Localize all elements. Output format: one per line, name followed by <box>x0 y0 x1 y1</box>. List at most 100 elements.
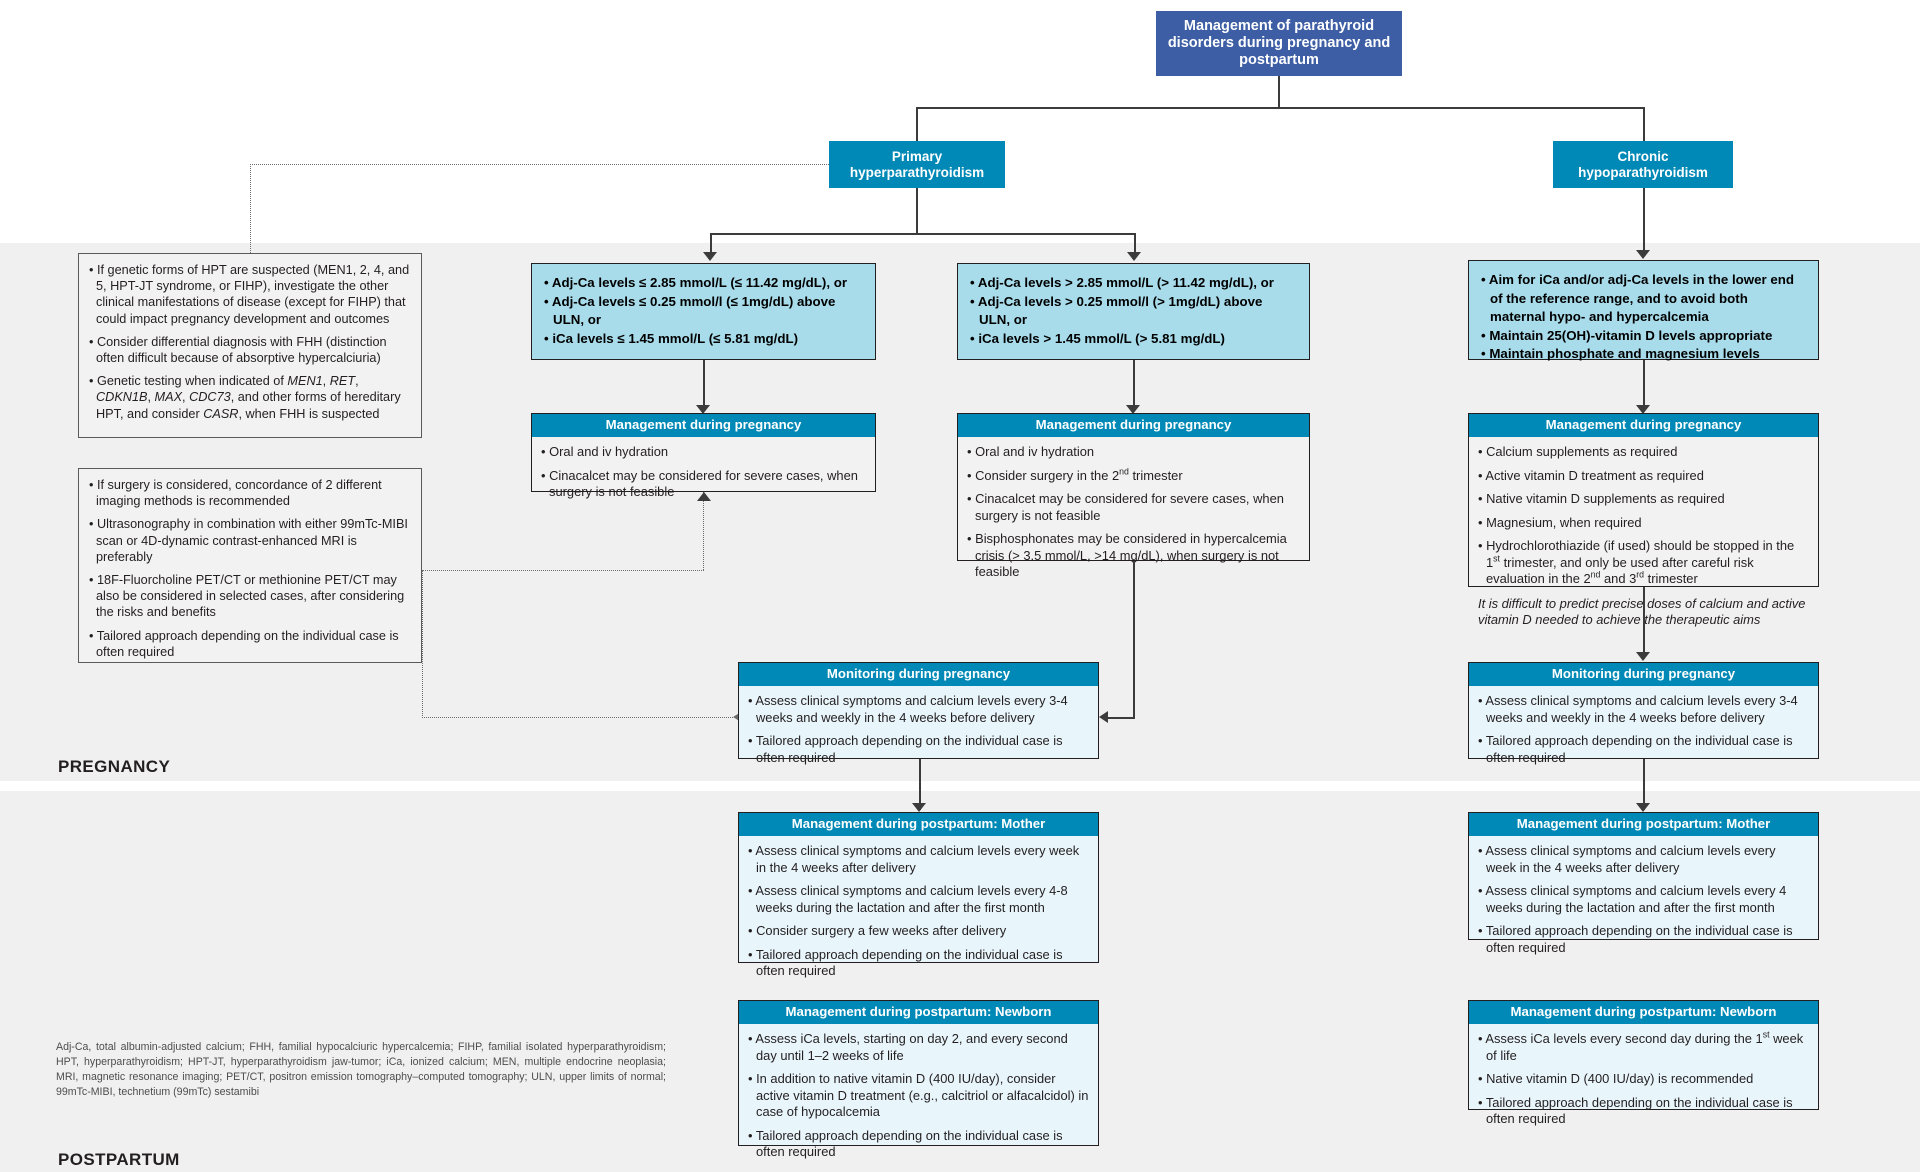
arrow-hpt-monitoring-to-postpartum <box>912 803 926 812</box>
card-item: • Consider surgery in the 2nd trimester <box>967 466 1183 483</box>
card-hpt-postpartum-newborn: Management during postpartum: Newborn • … <box>738 1000 1099 1159</box>
dotted-connector-imaging-to-monitoring-v <box>422 570 423 718</box>
card-item: • Calcium supplements as required <box>1478 444 1678 459</box>
annotation-item: • Tailored approach depending on the ind… <box>89 628 399 659</box>
connector-primary-split <box>710 233 1135 235</box>
node-chronic-hypoparathyroidism[interactable]: Chronic hypoparathyroidism <box>1553 141 1733 188</box>
arrow-imaging-to-monitoring <box>733 712 741 722</box>
card-item: • Assess clinical symptoms and calcium l… <box>748 843 1080 875</box>
annotation-item: • Consider differential diagnosis with F… <box>89 334 387 366</box>
connector-primary-stem <box>916 188 918 234</box>
card-item: • Magnesium, when required <box>1478 514 1642 530</box>
criteria-item: • Adj-Ca levels ≤ 0.25 mmol/l (≤ 1mg/dL)… <box>544 293 836 328</box>
card-item: • Native vitamin D supplements as requir… <box>1478 491 1725 506</box>
card-item: • Active vitamin D treatment as required <box>1478 467 1704 483</box>
connector-hypo-mgmt-to-monitoring <box>1643 587 1645 655</box>
annotation-item: • If surgery is considered, concordance … <box>89 478 382 509</box>
criteria-item: • Maintain 25(OH)-vitamin D levels appro… <box>1481 327 1773 343</box>
card-header: Management during postpartum: Newborn <box>1469 1001 1818 1024</box>
connector-primary-right <box>1134 233 1136 253</box>
card-item: • Assess iCa levels, starting on day 2, … <box>748 1031 1068 1063</box>
annotation-genetics: • If genetic forms of HPT are suspected … <box>78 253 422 438</box>
criteria-item: • Adj-Ca levels > 0.25 mmol/l (> 1mg/dL)… <box>970 293 1263 328</box>
card-header: Monitoring during pregnancy <box>1469 663 1818 686</box>
card-item: • Assess iCa levels every second day dur… <box>1478 1029 1804 1063</box>
card-body: • Oral and iv hydration • Consider surge… <box>958 437 1309 590</box>
card-item: • Assess clinical symptoms and calcium l… <box>748 693 1068 725</box>
criteria-item: • iCa levels > 1.45 mmol/L (> 5.81 mg/dL… <box>970 330 1225 346</box>
card-body: • Calcium supplements as required • Acti… <box>1469 437 1818 638</box>
card-item: • Consider surgery a few weeks after del… <box>748 923 1007 938</box>
criteria-item: • iCa levels ≤ 1.45 mmol/L (≤ 5.81 mg/dL… <box>544 330 799 346</box>
card-item: • Cinacalcet may be considered for sever… <box>967 491 1284 523</box>
card-item: • Tailored approach depending on the ind… <box>1478 733 1793 765</box>
card-body: • Oral and iv hydration • Cinacalcet may… <box>532 437 875 510</box>
connector-severe-to-mgmt <box>1133 360 1135 411</box>
arrow-severe-to-mgmt <box>1126 405 1140 414</box>
connector-hypo-monitoring-to-postpartum <box>1643 759 1645 810</box>
node-primary-hyperparathyroidism[interactable]: Primary hyperparathyroidism <box>829 141 1005 188</box>
criteria-item: • Adj-Ca levels > 2.85 mmol/L (> 11.42 m… <box>970 275 1274 290</box>
card-item: • Cinacalcet may be considered for sever… <box>541 467 858 500</box>
card-item: • In addition to native vitamin D (400 I… <box>748 1071 1089 1119</box>
arrow-hypo-monitoring-to-postpartum <box>1636 803 1650 812</box>
card-item: • Assess clinical symptoms and calcium l… <box>748 883 1068 915</box>
arrow-to-severe-criteria <box>1127 252 1141 261</box>
card-item: • Tailored approach depending on the ind… <box>748 946 1063 979</box>
card-note: It is difficult to predict precise doses… <box>1478 595 1806 628</box>
card-item: • Native vitamin D (400 IU/day) is recom… <box>1478 1071 1754 1086</box>
card-header: Management during postpartum: Mother <box>739 813 1098 836</box>
arrow-severe-to-monitoring <box>1099 711 1108 723</box>
dotted-connector-imaging-h <box>422 570 704 571</box>
card-item: • Tailored approach depending on the ind… <box>1478 923 1793 955</box>
annotation-imaging: • If surgery is considered, concordance … <box>78 468 422 663</box>
card-item: • Assess clinical symptoms and calcium l… <box>1478 843 1776 875</box>
card-header: Management during postpartum: Mother <box>1469 813 1818 836</box>
annotation-item: • Genetic testing when indicated of MEN1… <box>89 374 401 421</box>
arrow-hypo-mgmt-to-monitoring <box>1636 652 1650 661</box>
criteria-box-severe: • Adj-Ca levels > 2.85 mmol/L (> 11.42 m… <box>957 263 1310 360</box>
card-header: Management during pregnancy <box>532 414 875 437</box>
card-item: • Bisphosphonates may be considered in h… <box>967 531 1287 579</box>
dotted-connector-imaging-v <box>703 492 704 570</box>
connector-title-stem <box>1278 76 1280 108</box>
dotted-connector-imaging-to-monitoring-h <box>422 717 733 718</box>
arrow-to-mild-criteria <box>703 252 717 261</box>
annotation-item: • If genetic forms of HPT are suspected … <box>89 263 410 326</box>
card-hypo-postpartum-mother: Management during postpartum: Mother • A… <box>1468 812 1819 955</box>
card-header: Monitoring during pregnancy <box>739 663 1098 686</box>
connector-severe-to-monitoring-v <box>1133 561 1135 718</box>
connector-mild-to-mgmt <box>703 360 705 411</box>
arrow-mild-to-mgmt <box>696 405 710 414</box>
criteria-item: • Adj-Ca levels ≤ 2.85 mmol/L (≤ 11.42 m… <box>544 275 848 290</box>
card-item: • Tailored approach depending on the ind… <box>748 733 1063 765</box>
connector-to-primary <box>916 107 918 141</box>
card-item: • Oral and iv hydration <box>541 444 669 459</box>
card-header: Management during postpartum: Newborn <box>739 1001 1098 1024</box>
abbreviations-footnote: Adj-Ca, total albumin-adjusted calcium; … <box>56 1041 666 1098</box>
arrow-imaging-to-mild-mgmt <box>697 492 711 501</box>
card-item: • Oral and iv hydration <box>967 444 1095 459</box>
card-body: • Assess clinical symptoms and calcium l… <box>739 836 1098 989</box>
arrow-to-hypo-aims <box>1636 250 1650 259</box>
connector-chronic-stem <box>1643 188 1645 254</box>
connector-hpt-monitoring-to-postpartum <box>919 759 921 810</box>
criteria-item: • Maintain phosphate and magnesium level… <box>1481 346 1760 361</box>
connector-severe-to-monitoring-h <box>1108 717 1135 719</box>
annotation-item: • 18F-Fluorcholine PET/CT or methionine … <box>89 573 405 620</box>
card-hypo-monitoring-pregnancy: Monitoring during pregnancy • Assess cli… <box>1468 662 1819 765</box>
pregnancy-band-label: PREGNANCY <box>58 757 171 776</box>
card-item: • Assess clinical symptoms and calcium l… <box>1478 693 1798 725</box>
criteria-box-hypo-aims: • Aim for iCa and/or adj-Ca levels in th… <box>1468 260 1819 361</box>
card-item: • Hydrochlorothiazide (if used) should b… <box>1478 538 1795 586</box>
annotation-item: • Ultrasonography in combination with ei… <box>89 517 408 564</box>
criteria-box-mild: • Adj-Ca levels ≤ 2.85 mmol/L (≤ 11.42 m… <box>531 263 876 360</box>
card-body: • Assess iCa levels every second day dur… <box>1469 1024 1818 1137</box>
card-item: • Assess clinical symptoms and calcium l… <box>1478 883 1787 915</box>
card-body: • Assess iCa levels, starting on day 2, … <box>739 1024 1098 1170</box>
card-header: Management during pregnancy <box>958 414 1309 437</box>
card-hpt-monitoring-pregnancy: Monitoring during pregnancy • Assess cli… <box>738 662 1099 765</box>
card-body: • Assess clinical symptoms and calcium l… <box>1469 686 1818 775</box>
connector-to-chronic <box>1643 107 1645 141</box>
dotted-connector-primary-to-genetics-v <box>250 164 251 253</box>
